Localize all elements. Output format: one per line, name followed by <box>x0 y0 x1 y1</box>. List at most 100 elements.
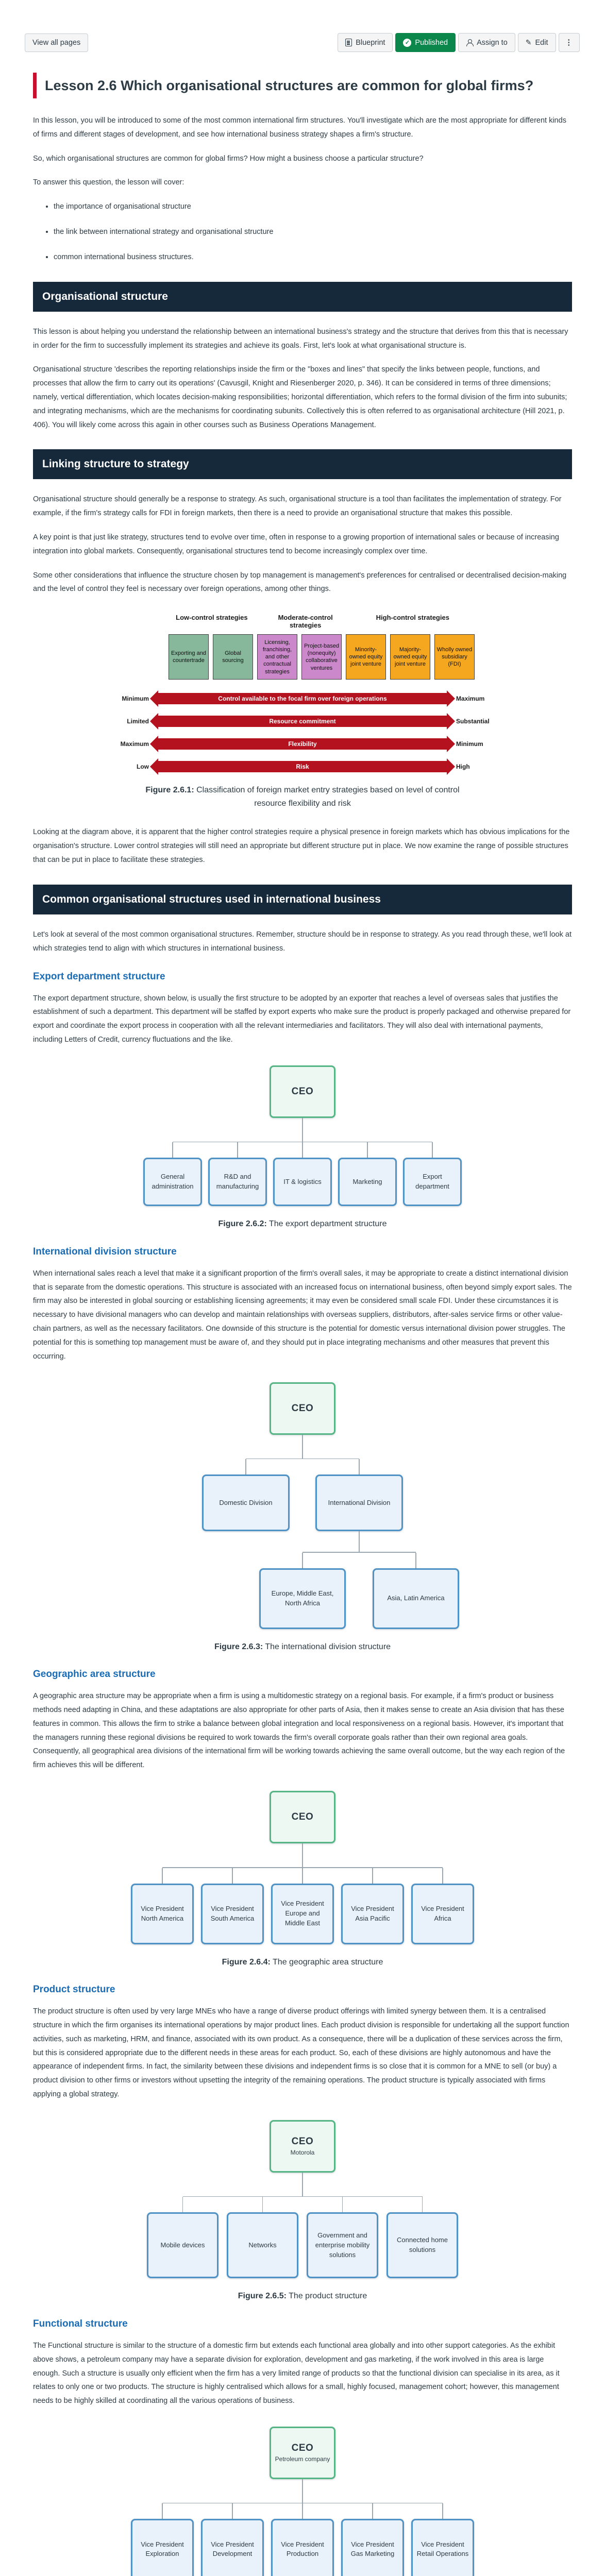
org-node: Government and enterprise mobility solut… <box>306 2212 379 2279</box>
node-label: Domestic Division <box>219 1498 273 1506</box>
figure-caption: Figure 2.6.3: The international division… <box>143 1640 462 1654</box>
assign-to-label: Assign to <box>477 38 508 47</box>
pencil-icon: ✎ <box>525 38 532 46</box>
paragraph: A geographic area structure may be appro… <box>33 1692 565 1770</box>
node-label: Mobile devices <box>160 2241 205 2249</box>
paragraph: This lesson is about helping you underst… <box>33 327 568 350</box>
strategy-box: Project-based (nonequity) collaborative … <box>301 634 342 680</box>
list-item: the importance of organisational structu… <box>54 200 572 214</box>
arrow-left-label: Limited <box>127 718 149 725</box>
arrow-label: Control available to the focal firm over… <box>218 695 387 703</box>
edit-label: Edit <box>535 38 548 47</box>
double-arrow: Control available to the focal firm over… <box>150 690 455 707</box>
double-arrow: Risk <box>150 758 455 775</box>
edit-button[interactable]: ✎Edit <box>517 33 556 52</box>
node-label: CEO <box>291 2136 314 2147</box>
node-sublabel: Motorola <box>290 2149 315 2157</box>
subheading-export-department: Export department structure <box>33 971 165 982</box>
page-title-row: Lesson 2.6 Which organisational structur… <box>33 73 572 98</box>
arrow-row: Low Risk High <box>81 758 524 775</box>
lesson-bullet-list: the importance of organisational structu… <box>54 200 572 264</box>
paragraph: Some other considerations that influence… <box>33 571 567 594</box>
node-label: Vice President Africa <box>421 1904 464 1922</box>
column-header: Low-control strategies <box>176 614 248 622</box>
org-node: General administration <box>143 1158 202 1207</box>
node-label: Vice President South America <box>210 1904 255 1922</box>
strategy-boxes-row: Exporting and countertrade Global sourci… <box>169 634 478 680</box>
double-arrow: Flexibility <box>150 736 455 753</box>
org-node: IT & logistics <box>273 1158 332 1207</box>
figure-caption-number: Figure 2.6.2: <box>218 1219 267 1229</box>
arrow-label: Resource commitment <box>269 718 336 725</box>
node-label: R&D and manufacturing <box>216 1173 259 1191</box>
paragraph: A key point is that just like strategy, … <box>33 533 559 555</box>
org-node-ceo: CEO <box>270 1065 335 1118</box>
figure-caption-number: Figure 2.6.5: <box>238 2292 287 2301</box>
connector-line <box>162 1867 443 1868</box>
arrow-row: Minimum Control available to the focal f… <box>81 690 524 707</box>
assign-to-button[interactable]: Assign to <box>458 33 515 52</box>
subheading-product-structure: Product structure <box>33 1984 115 1995</box>
connector-line <box>302 1843 303 1867</box>
node-label: Vice President Europe and Middle East <box>281 1900 324 1927</box>
figure-caption-number: Figure 2.6.4: <box>222 1957 271 1967</box>
published-label: Published <box>415 38 448 47</box>
connector-line <box>182 2196 423 2197</box>
strategy-box: Wholly owned subsidiary (FDI) <box>434 634 475 680</box>
paragraph: Let's look at several of the most common… <box>33 930 572 953</box>
view-all-pages-button[interactable]: View all pages <box>25 33 89 52</box>
page-toolbar: View all pages Blueprint ✓Published Assi… <box>25 33 580 52</box>
node-label: Vice President Production <box>281 2540 324 2558</box>
node-label: International Division <box>328 1498 391 1506</box>
figure-caption-text: The export department structure <box>266 1219 387 1229</box>
org-node: Vice President Retail Operations <box>411 2519 475 2576</box>
org-node: Domestic Division <box>202 1475 290 1532</box>
node-label: Vice President Exploration <box>141 2540 184 2558</box>
org-node: Marketing <box>338 1158 397 1207</box>
org-node: Vice President Gas Marketing <box>341 2519 405 2576</box>
strategy-box: Majority-owned equity joint venture <box>390 634 430 680</box>
blueprint-label: Blueprint <box>356 38 385 47</box>
section-header-common-structures: Common organisational structures used in… <box>33 884 572 914</box>
node-label: Connected home solutions <box>396 2236 448 2254</box>
org-node-ceo: CEO <box>270 1382 335 1435</box>
more-options-button[interactable]: ⋮ <box>558 33 580 52</box>
arrow-right-label: Maximum <box>456 695 485 703</box>
org-node: Vice President South America <box>200 1883 264 1944</box>
org-node: Vice President Development <box>200 2519 264 2576</box>
figure-caption: Figure 2.6.1: Classification of foreign … <box>143 784 462 810</box>
node-label: General administration <box>152 1173 194 1191</box>
view-all-pages-label: View all pages <box>32 38 81 47</box>
section-header-linking-structure: Linking structure to strategy <box>33 449 572 480</box>
org-node: R&D and manufacturing <box>208 1158 267 1207</box>
arrow-right-label: Substantial <box>456 718 490 725</box>
arrow-row: Limited Resource commitment Substantial <box>81 713 524 730</box>
org-node: Vice President North America <box>130 1883 194 1944</box>
paragraph: The product structure is often used by v… <box>33 2007 569 2098</box>
subheading-functional-structure: Functional structure <box>33 2318 128 2329</box>
org-node: Vice President Asia Pacific <box>341 1883 405 1944</box>
org-node: Europe, Middle East, North Africa <box>259 1568 346 1629</box>
double-arrow: Resource commitment <box>150 713 455 730</box>
blueprint-icon <box>345 39 352 46</box>
subheading-geographic-area: Geographic area structure <box>33 1669 156 1680</box>
connector-line <box>302 2172 303 2196</box>
strategy-box: Global sourcing <box>213 634 253 680</box>
paragraph: The Functional structure is similar to t… <box>33 2341 560 2405</box>
blueprint-button[interactable]: Blueprint <box>338 33 393 52</box>
node-label: Government and enterprise mobility solut… <box>315 2231 370 2259</box>
figure-caption: Figure 2.6.2: The export department stru… <box>143 1217 462 1231</box>
node-label: Vice President North America <box>141 1904 184 1922</box>
figure-entry-strategies: Low-control strategies Moderate-control … <box>81 614 524 775</box>
node-label: Vice President Development <box>211 2540 254 2558</box>
arrow-left-label: Low <box>137 763 149 771</box>
org-node: Connected home solutions <box>386 2212 459 2279</box>
title-accent-bar <box>33 73 37 98</box>
arrow-left-label: Maximum <box>120 740 149 748</box>
published-button[interactable]: ✓Published <box>395 33 456 52</box>
paragraph: Organisational structure 'describes the … <box>33 365 567 429</box>
node-label: CEO <box>291 1086 314 1097</box>
org-node: Mobile devices <box>146 2212 219 2279</box>
